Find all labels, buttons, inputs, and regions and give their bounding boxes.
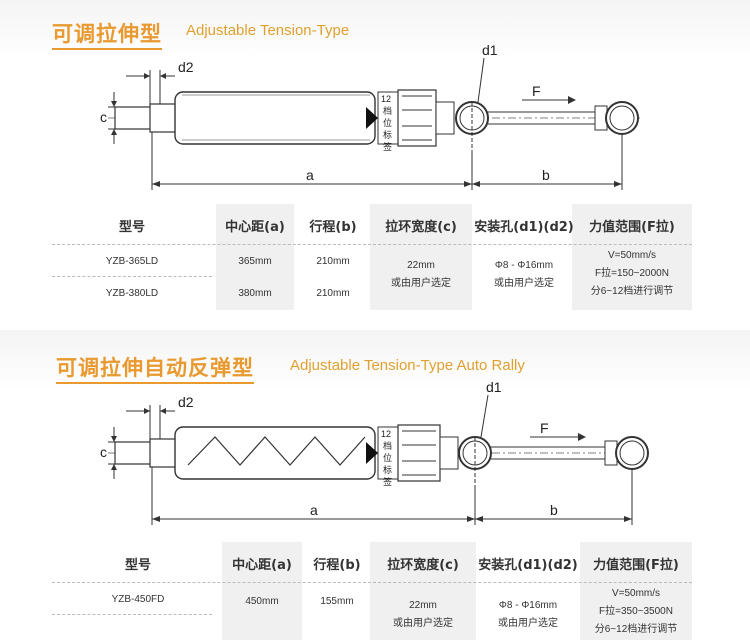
header-stroke: 行程(b) <box>309 220 357 235</box>
svg-text:档: 档 <box>383 105 392 116</box>
force-steps: 分6~12档进行调节 <box>594 624 678 635</box>
divider <box>52 582 692 583</box>
svg-text:标: 标 <box>383 129 392 140</box>
section-title-cn: 可调拉伸型 <box>52 18 162 50</box>
ring-width-note: 或由用户选定 <box>391 278 451 289</box>
section-title-en: Adjustable Tension-Type Auto Rally <box>290 357 525 374</box>
force-range: F拉=150~2000N <box>595 268 669 279</box>
header-ring-width: 拉环宽度(c) <box>387 558 459 573</box>
label-d1: d1 <box>482 42 498 58</box>
column-shade <box>370 542 476 640</box>
header-center: 中心距(a) <box>225 220 285 235</box>
damper-drawing: d1 F d2 c a b 12 档 位 <box>100 42 640 190</box>
gear-position-tag: 12 档 位 标 签 <box>381 429 392 487</box>
label-b: b <box>542 167 550 183</box>
ring-width-value: 22mm <box>409 600 437 611</box>
label-a: a <box>306 167 314 183</box>
label-a: a <box>310 502 318 518</box>
header-center: 中心距(a) <box>232 558 292 573</box>
column-shade <box>222 542 302 640</box>
table-row-center: 450mm <box>245 596 279 607</box>
spec-table: 型号 中心距(a) 行程(b) 拉环宽度(c) 安装孔(d1)(d2) 力值范围… <box>52 542 692 640</box>
divider <box>52 614 212 615</box>
table-row-stroke: 210mm <box>316 288 350 299</box>
header-ring-width: 拉环宽度(c) <box>385 220 457 235</box>
force-steps: 分6~12档进行调节 <box>590 286 674 297</box>
ring-width-value: 22mm <box>407 260 435 271</box>
force-speed: V=50mm/s <box>607 250 657 261</box>
svg-text:档: 档 <box>383 440 392 451</box>
table-row-center: 380mm <box>238 288 272 299</box>
table-row-model: YZB-380LD <box>105 288 159 299</box>
table-row-model: YZB-365LD <box>105 256 159 267</box>
ring-width-note: 或由用户选定 <box>393 618 453 629</box>
header-force: 力值范围(F拉) <box>593 558 679 573</box>
spec-table: 型号 中心距(a) 行程(b) 拉环宽度(c) 安装孔(d1)(d2) 力值范围… <box>52 204 692 310</box>
label-F: F <box>540 420 549 436</box>
svg-text:签: 签 <box>383 141 392 152</box>
label-c: c <box>100 109 107 125</box>
label-b: b <box>550 502 558 518</box>
label-d2: d2 <box>178 59 194 75</box>
header-model: 型号 <box>118 220 145 235</box>
hole-note: 或由用户选定 <box>498 618 558 629</box>
svg-text:12: 12 <box>381 429 391 439</box>
svg-text:12: 12 <box>381 94 391 104</box>
header-hole: 安装孔(d1)(d2) <box>478 558 578 573</box>
label-d2: d2 <box>178 394 194 410</box>
svg-text:位: 位 <box>383 452 392 463</box>
divider <box>52 276 212 277</box>
force-speed: V=50mm/s <box>611 588 661 599</box>
label-d1: d1 <box>486 379 502 395</box>
gear-position-tag: 12 档 位 标 签 <box>381 94 392 152</box>
hole-value: Φ8 - Φ16mm <box>494 260 554 271</box>
label-F: F <box>532 83 541 99</box>
svg-text:标: 标 <box>383 464 392 475</box>
label-c: c <box>100 444 107 460</box>
svg-text:签: 签 <box>383 476 392 487</box>
header-force: 力值范围(F拉) <box>589 220 675 235</box>
section-auto-rally: 可调拉伸自动反弹型 Adjustable Tension-Type Auto R… <box>0 330 750 640</box>
damper-drawing: d1 F d2 c a b 12 档 位 标 签 <box>100 379 650 525</box>
column-shade <box>572 204 692 310</box>
svg-text:位: 位 <box>383 117 392 128</box>
section-adjustable-tension: 可调拉伸型 Adjustable Tension-Type d1 <box>0 0 750 320</box>
hole-note: 或由用户选定 <box>494 278 554 289</box>
table-row-stroke: 155mm <box>320 596 354 607</box>
table-row-stroke: 210mm <box>316 256 350 267</box>
section-title-cn: 可调拉伸自动反弹型 <box>56 352 254 384</box>
column-shade <box>216 204 294 310</box>
header-stroke: 行程(b) <box>313 558 361 573</box>
force-range: F拉=350~3500N <box>599 606 673 617</box>
column-shade <box>580 542 692 640</box>
hole-value: Φ8 - Φ16mm <box>498 600 558 611</box>
table-row-center: 365mm <box>238 256 272 267</box>
header-hole: 安装孔(d1)(d2) <box>474 220 574 235</box>
table-row-model: YZB-450FD <box>111 594 165 605</box>
section-title-en: Adjustable Tension-Type <box>186 22 350 39</box>
header-model: 型号 <box>124 558 151 573</box>
divider <box>52 244 692 245</box>
column-shade <box>370 204 472 310</box>
